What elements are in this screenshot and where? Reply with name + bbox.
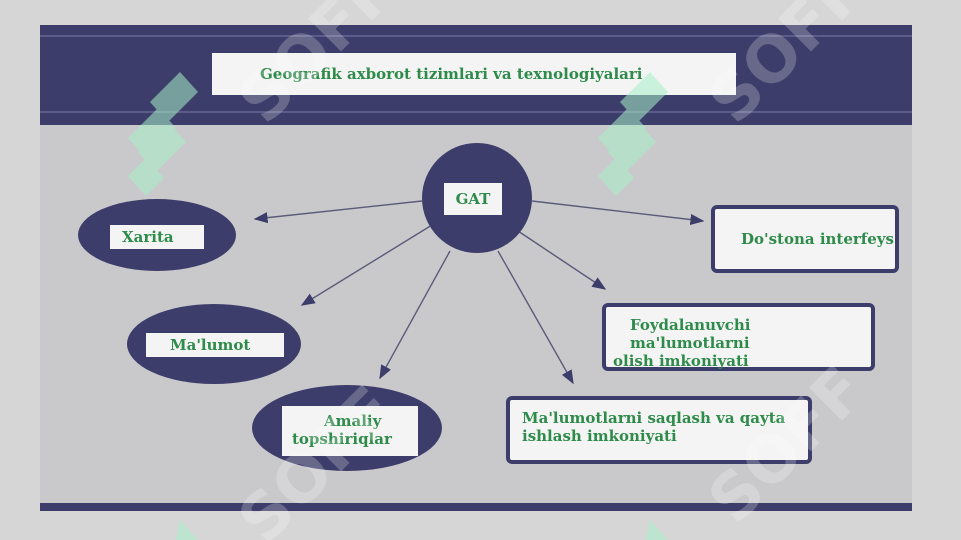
arrow-to-saqlash (497, 250, 574, 385)
watermark-logo-bottom-left (176, 520, 198, 540)
saqlash-node: Ma'lumotlarni saqlash va qayta ishlash i… (506, 396, 812, 464)
malumot-label-box: Ma'lumot (146, 333, 284, 357)
xarita-label-box: Xarita (110, 225, 204, 249)
dostona-label: Do'stona interfeys (741, 230, 894, 248)
malumot-label: Ma'lumot (170, 336, 251, 354)
gat-label: GAT (455, 190, 491, 208)
dostona-node: Do'stona interfeys (711, 205, 899, 273)
amaliy-label-line2: topshiriqlar (292, 430, 392, 448)
gat-label-box: GAT (444, 183, 502, 215)
arrow-to-foydalanuvchi (517, 230, 607, 290)
arrow-to-dostona (531, 200, 705, 226)
xarita-label: Xarita (122, 228, 174, 246)
slide: Geografik axborot tizimlari va texnologi… (40, 25, 912, 511)
foydalanuvchi-label-line2: olish imkoniyati (613, 352, 749, 370)
foydalanuvchi-node: Foydalanuvchi ma'lumotlarni olish imkoni… (602, 303, 875, 371)
saqlash-label-line2: ishlash imkoniyati (522, 427, 677, 445)
amaliy-label-line1: Amaliy (324, 412, 382, 430)
saqlash-label-line1: Ma'lumotlarni saqlash va qayta (522, 409, 786, 427)
amaliy-label-box: Amaliy topshiriqlar (282, 406, 418, 456)
arrow-to-xarita (253, 200, 423, 224)
watermark-logo-bottom-right (646, 520, 668, 540)
connector-arrows (253, 200, 705, 385)
footer-band (40, 503, 912, 511)
arrow-to-malumot (300, 224, 433, 306)
arrow-to-amaliy (379, 250, 451, 380)
slide-title: Geografik axborot tizimlari va texnologi… (260, 65, 643, 83)
foydalanuvchi-label-line1: Foydalanuvchi ma'lumotlarni (630, 316, 751, 352)
